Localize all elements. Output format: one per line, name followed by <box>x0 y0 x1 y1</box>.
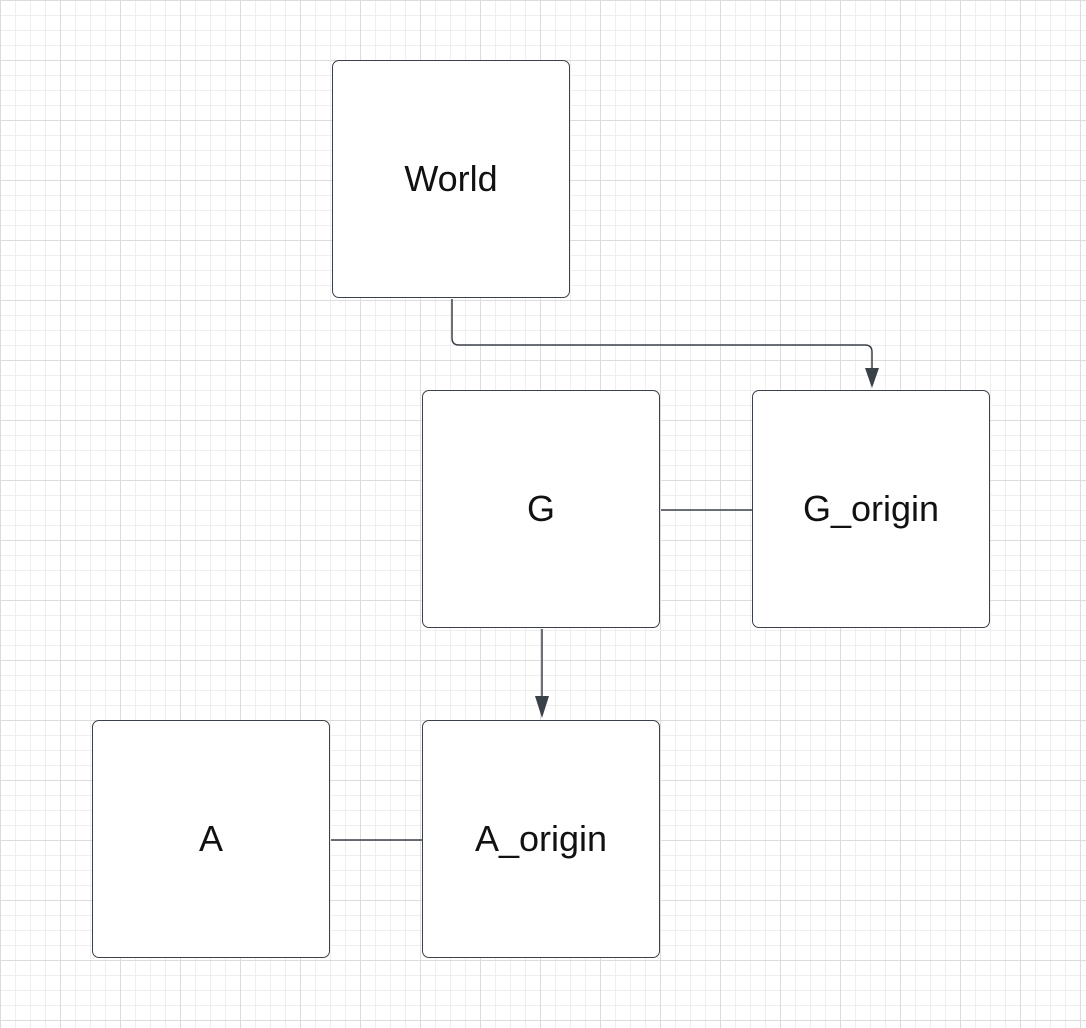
node-g-origin[interactable]: G_origin <box>752 390 990 628</box>
node-label-g: G <box>526 488 555 529</box>
node-label-a: A <box>198 818 223 859</box>
node-a-origin[interactable]: A_origin <box>422 720 660 958</box>
arrowhead-icon <box>865 368 879 388</box>
node-a[interactable]: A <box>92 720 330 958</box>
node-g[interactable]: G <box>422 390 660 628</box>
edge-world-to-g-origin[interactable] <box>451 299 873 370</box>
arrowhead-icon <box>535 696 549 718</box>
node-world[interactable]: World <box>332 60 570 298</box>
node-label-world: World <box>404 158 498 199</box>
node-label-g-origin: G_origin <box>802 488 940 529</box>
node-label-a-origin: A_origin <box>474 818 608 859</box>
